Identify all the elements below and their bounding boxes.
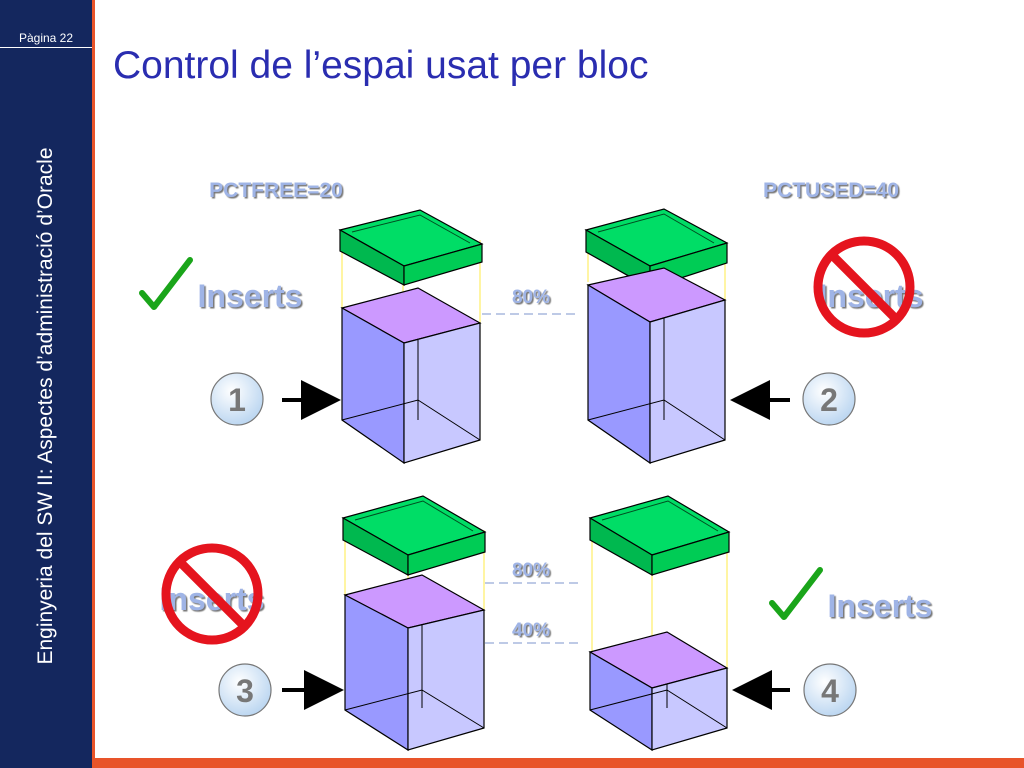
step-number: 1 <box>228 382 246 418</box>
inserts-label-4: Inserts <box>828 588 933 624</box>
inserts-label-1: Inserts <box>198 278 303 314</box>
block-4 <box>588 495 731 752</box>
percent-40: 40% <box>512 620 550 641</box>
prohibited-icon <box>813 236 915 338</box>
course-title: Enginyeria del SW II: Aspectes d’adminis… <box>34 147 57 665</box>
pctused-label: PCTUSED=40 <box>763 179 899 202</box>
bottom-accent-bar <box>92 758 1024 768</box>
block-2 <box>584 208 729 465</box>
step-number: 3 <box>236 673 254 709</box>
percent-80-top: 80% <box>512 287 550 308</box>
checkmark-icon <box>139 257 193 310</box>
sidebar-accent-edge <box>92 0 95 768</box>
step-number: 2 <box>820 382 838 418</box>
step-circle-2: 2 <box>802 372 856 426</box>
checkmark-icon <box>769 567 823 620</box>
page-number: Pàgina 22 <box>18 31 74 45</box>
percent-80-bottom: 80% <box>512 560 550 581</box>
sidebar <box>0 0 92 768</box>
step-circle-3: 3 <box>218 663 272 717</box>
block-3 <box>341 495 487 752</box>
block-1 <box>338 209 484 465</box>
prohibited-icon <box>161 543 263 645</box>
block-space-diagram: PCTFREE=20 PCTUSED=40 80% 80% 40% Insert… <box>139 179 933 752</box>
step-circle-4: 4 <box>803 663 857 717</box>
slide-title: Control de l’espai usat per bloc <box>113 44 649 87</box>
step-circle-1: 1 <box>210 372 264 426</box>
step-number: 4 <box>821 673 839 709</box>
page-number-divider <box>0 47 92 48</box>
pctfree-label: PCTFREE=20 <box>209 179 343 202</box>
